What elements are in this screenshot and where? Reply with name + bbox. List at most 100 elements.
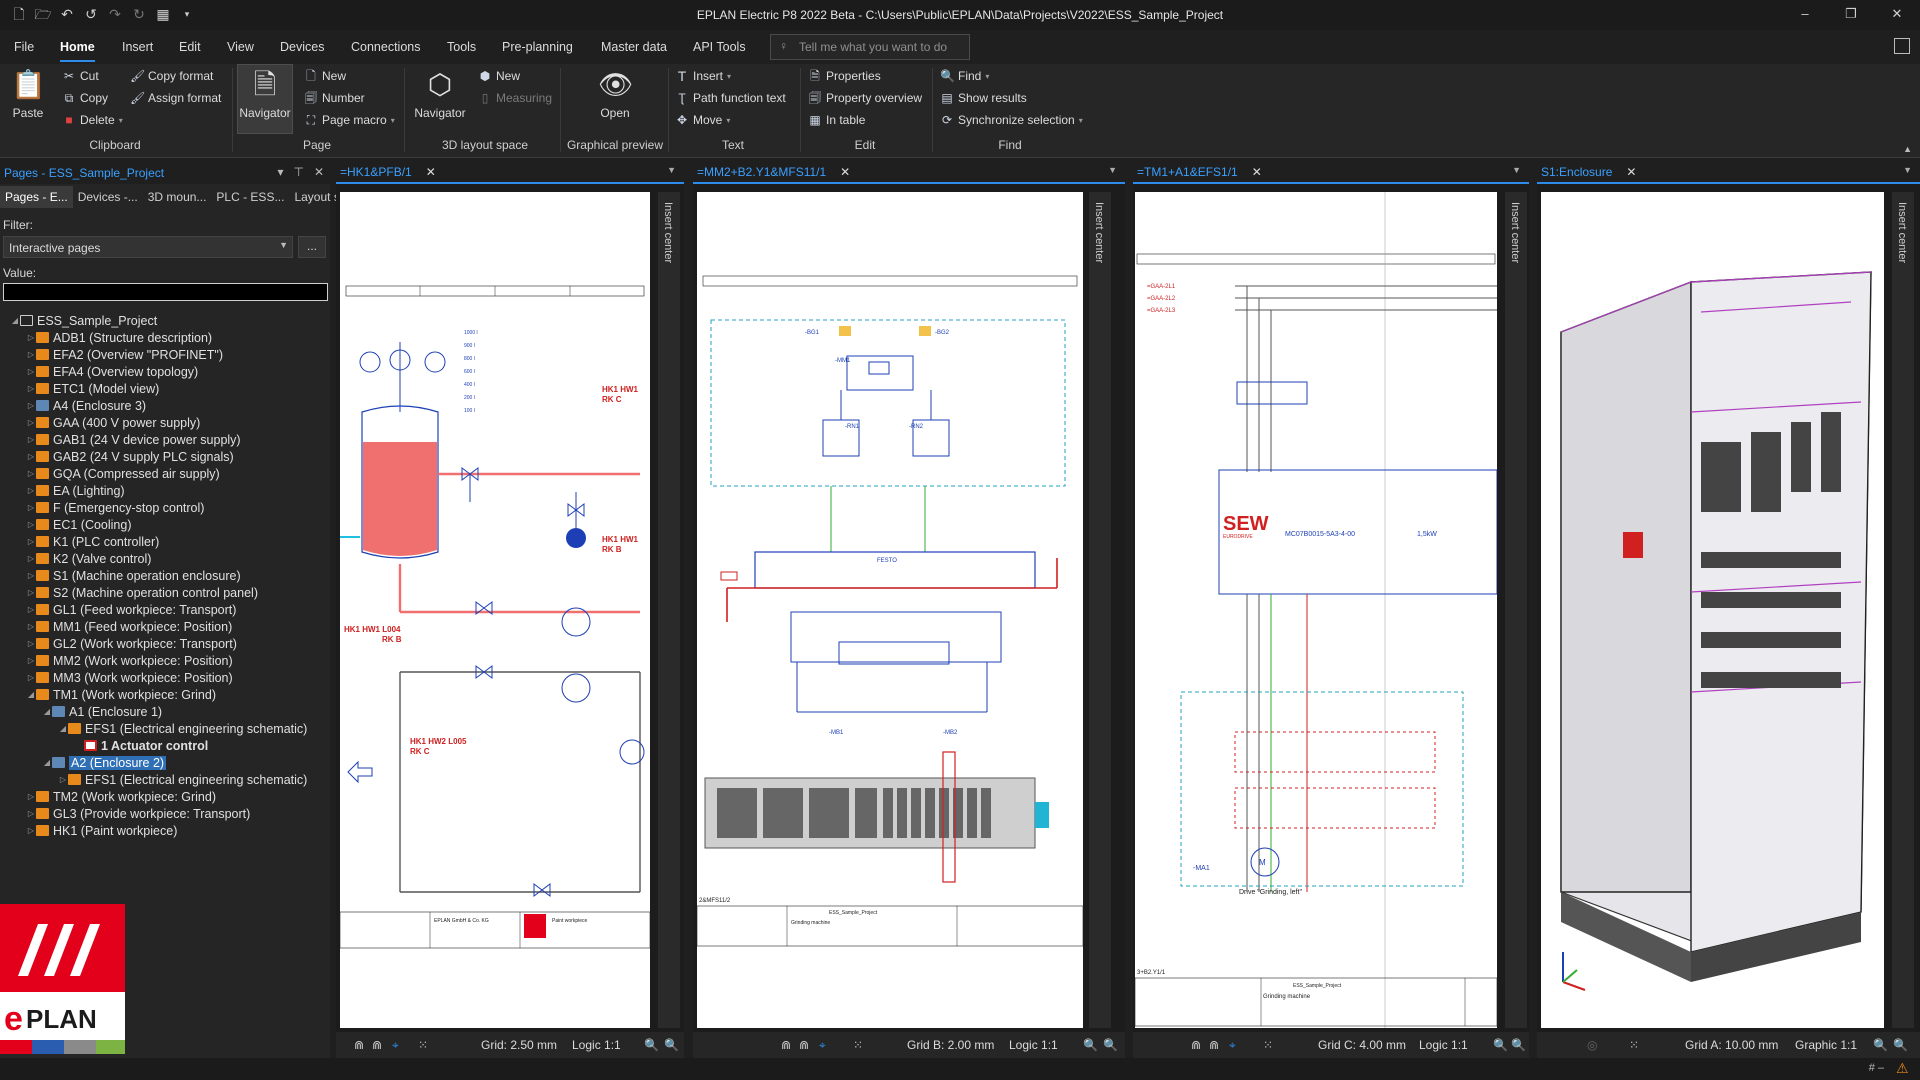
tree-item[interactable]: ▷K2 (Valve control) bbox=[0, 550, 330, 567]
magnet-icon[interactable]: ⋒ bbox=[781, 1038, 792, 1052]
in-table-button[interactable]: ▦In table bbox=[809, 113, 866, 127]
tree-item[interactable]: ▷EC1 (Cooling) bbox=[0, 516, 330, 533]
tree-item[interactable]: ▷GAB2 (24 V supply PLC signals) bbox=[0, 448, 330, 465]
collapse-arrow-icon[interactable]: ◢ bbox=[27, 690, 35, 699]
menu-edit[interactable]: Edit bbox=[179, 40, 201, 54]
filter-more-button[interactable]: ... bbox=[298, 236, 326, 258]
crosshair-icon[interactable]: ⌖ bbox=[819, 1038, 826, 1052]
tree-item[interactable]: ▷GQA (Compressed air supply) bbox=[0, 465, 330, 482]
magnet-logic-icon[interactable]: ⋒ bbox=[799, 1038, 810, 1052]
zoom-icon[interactable]: 🔍 bbox=[1493, 1038, 1508, 1052]
close-button[interactable]: ✕ bbox=[1891, 6, 1903, 21]
expand-arrow-icon[interactable]: ▷ bbox=[27, 520, 35, 529]
page-navigator-button[interactable]: 🗎 Navigator bbox=[239, 69, 291, 120]
collapse-arrow-icon[interactable]: ◢ bbox=[43, 758, 51, 767]
tree-item[interactable]: ▷S2 (Machine operation control panel) bbox=[0, 584, 330, 601]
schematic-sheet-hk1[interactable]: 1000 l 900 l 800 l 600 l 400 l 200 l 100… bbox=[339, 192, 651, 1028]
redo-icon[interactable]: ↷ bbox=[109, 6, 121, 22]
grid-icon[interactable]: ⁙ bbox=[418, 1038, 429, 1052]
grid-icon[interactable]: ⁙ bbox=[1263, 1038, 1274, 1052]
expand-arrow-icon[interactable]: ▷ bbox=[27, 435, 35, 444]
open-icon[interactable]: 🗁 bbox=[34, 6, 52, 22]
tree-item[interactable]: ▷ADB1 (Structure description) bbox=[0, 329, 330, 346]
filter-select[interactable]: Interactive pages ▼ bbox=[3, 236, 293, 258]
insert-center-sidebar[interactable]: Insert center bbox=[1089, 192, 1111, 1028]
expand-arrow-icon[interactable]: ▷ bbox=[27, 605, 35, 614]
expand-arrow-icon[interactable]: ▷ bbox=[27, 537, 35, 546]
expand-arrow-icon[interactable]: ▷ bbox=[27, 333, 35, 342]
schematic-sheet-mm2[interactable]: -BG1 -BG2 -MM1 -RN1 -RN2 FESTO -MB1 -MB2 bbox=[696, 192, 1084, 1028]
tree-item[interactable]: ◢A1 (Enclosure 1) bbox=[0, 703, 330, 720]
magnet-icon[interactable]: ⋒ bbox=[354, 1038, 365, 1052]
tab-list-chevron-icon[interactable]: ▼ bbox=[667, 165, 676, 175]
magnet-logic-icon[interactable]: ⋒ bbox=[1209, 1038, 1220, 1052]
grid-icon[interactable]: ⁙ bbox=[853, 1038, 864, 1052]
find-button[interactable]: 🔍Find▾ bbox=[940, 69, 990, 83]
dropdown-icon[interactable]: ▾ bbox=[184, 9, 190, 19]
value-input[interactable] bbox=[3, 283, 328, 301]
zoom-window-icon[interactable]: 🔍 bbox=[664, 1038, 679, 1052]
expand-arrow-icon[interactable]: ▷ bbox=[27, 384, 35, 393]
tree-item[interactable]: ▷GL2 (Work workpiece: Transport) bbox=[0, 635, 330, 652]
tree-item[interactable]: ▷MM3 (Work workpiece: Position) bbox=[0, 669, 330, 686]
tab-3d-mounting[interactable]: 3D moun... bbox=[147, 190, 207, 204]
magnet-logic-icon[interactable]: ⋒ bbox=[372, 1038, 383, 1052]
zoom-window-icon[interactable]: 🔍 bbox=[1103, 1038, 1118, 1052]
assign-format-button[interactable]: 🖌Assign format bbox=[130, 91, 222, 105]
layout-navigator-button[interactable]: ⬡ Navigator bbox=[414, 69, 466, 120]
tab-list-chevron-icon[interactable]: ▼ bbox=[1108, 165, 1117, 175]
tree-item[interactable]: ▷MM2 (Work workpiece: Position) bbox=[0, 652, 330, 669]
measuring-button[interactable]: ▯Measuring bbox=[478, 91, 552, 105]
tree-item[interactable]: ▷GL1 (Feed workpiece: Transport) bbox=[0, 601, 330, 618]
tree-item[interactable]: ◢EFS1 (Electrical engineering schematic) bbox=[0, 720, 330, 737]
copy-button[interactable]: ⧉Copy bbox=[62, 91, 108, 105]
tree-item[interactable]: ▷ETC1 (Model view) bbox=[0, 380, 330, 397]
redo-step-icon[interactable]: ↻ bbox=[133, 6, 145, 22]
menu-connections[interactable]: Connections bbox=[351, 40, 421, 54]
zoom-icon[interactable]: 🔍 bbox=[1873, 1038, 1888, 1052]
tree-item[interactable]: ▷HK1 (Paint workpiece) bbox=[0, 822, 330, 839]
panel-menu-icon[interactable]: ▾ bbox=[277, 165, 284, 179]
show-results-button[interactable]: ▤Show results bbox=[941, 91, 1027, 105]
synchronize-selection-button[interactable]: ⟳Synchronize selection▾ bbox=[941, 113, 1083, 127]
expand-arrow-icon[interactable]: ▷ bbox=[27, 503, 35, 512]
zoom-icon[interactable]: 🔍 bbox=[1083, 1038, 1098, 1052]
zoom-icon[interactable]: 🔍 bbox=[644, 1038, 659, 1052]
crosshair-icon[interactable]: ⌖ bbox=[392, 1038, 399, 1052]
tree-item[interactable]: ▷EFA4 (Overview topology) bbox=[0, 363, 330, 380]
expand-arrow-icon[interactable]: ▷ bbox=[27, 554, 35, 563]
menu-insert[interactable]: Insert bbox=[122, 40, 154, 54]
tree-item[interactable]: ▷GL3 (Provide workpiece: Transport) bbox=[0, 805, 330, 822]
collapse-arrow-icon[interactable]: ◢ bbox=[43, 707, 51, 716]
tree-item[interactable]: ◢ESS_Sample_Project bbox=[0, 312, 330, 329]
new-icon[interactable]: 🗋 bbox=[13, 6, 25, 22]
insert-center-sidebar[interactable]: Insert center bbox=[1892, 192, 1914, 1028]
view-icon[interactable]: ◎ bbox=[1587, 1038, 1598, 1052]
pin-icon[interactable]: ⊤ bbox=[293, 165, 304, 179]
tree-item[interactable]: ▷K1 (PLC controller) bbox=[0, 533, 330, 550]
menu-pre-planning[interactable]: Pre-planning bbox=[502, 40, 573, 54]
magnet-icon[interactable]: ⋒ bbox=[1191, 1038, 1202, 1052]
enclosure-3d-view[interactable] bbox=[1541, 192, 1884, 1028]
close-tab-icon[interactable]: ✕ bbox=[840, 165, 851, 179]
tab-mm2-mfs11[interactable]: =MM2+B2.Y1&MFS11/1✕ bbox=[697, 165, 851, 179]
tree-item[interactable]: ▷GAA (400 V power supply) bbox=[0, 414, 330, 431]
expand-arrow-icon[interactable]: ▷ bbox=[27, 401, 35, 410]
tree-item[interactable]: ▷EFA2 (Overview "PROFINET") bbox=[0, 346, 330, 363]
ribbon-display-options-icon[interactable] bbox=[1894, 38, 1910, 54]
expand-arrow-icon[interactable]: ▷ bbox=[27, 486, 35, 495]
expand-arrow-icon[interactable]: ▷ bbox=[59, 775, 67, 784]
menu-api-tools[interactable]: API Tools bbox=[693, 40, 746, 54]
tab-devices[interactable]: Devices -... bbox=[77, 190, 138, 204]
tree-item[interactable]: ▷EFS1 (Electrical engineering schematic) bbox=[0, 771, 330, 788]
tab-layout-space[interactable]: Layout s... bbox=[294, 190, 350, 204]
tree-item[interactable]: ◢A2 (Enclosure 2) bbox=[0, 754, 330, 771]
expand-arrow-icon[interactable]: ▷ bbox=[27, 350, 35, 359]
tree-item[interactable]: ▷GAB1 (24 V device power supply) bbox=[0, 431, 330, 448]
copy-format-button[interactable]: 🖌Copy format bbox=[130, 69, 214, 83]
collapse-arrow-icon[interactable]: ◢ bbox=[59, 724, 67, 733]
menu-file[interactable]: File bbox=[14, 40, 35, 54]
tab-s1-enclosure[interactable]: S1:Enclosure✕ bbox=[1541, 165, 1637, 179]
tree-item[interactable]: 1 Actuator control bbox=[0, 737, 330, 754]
